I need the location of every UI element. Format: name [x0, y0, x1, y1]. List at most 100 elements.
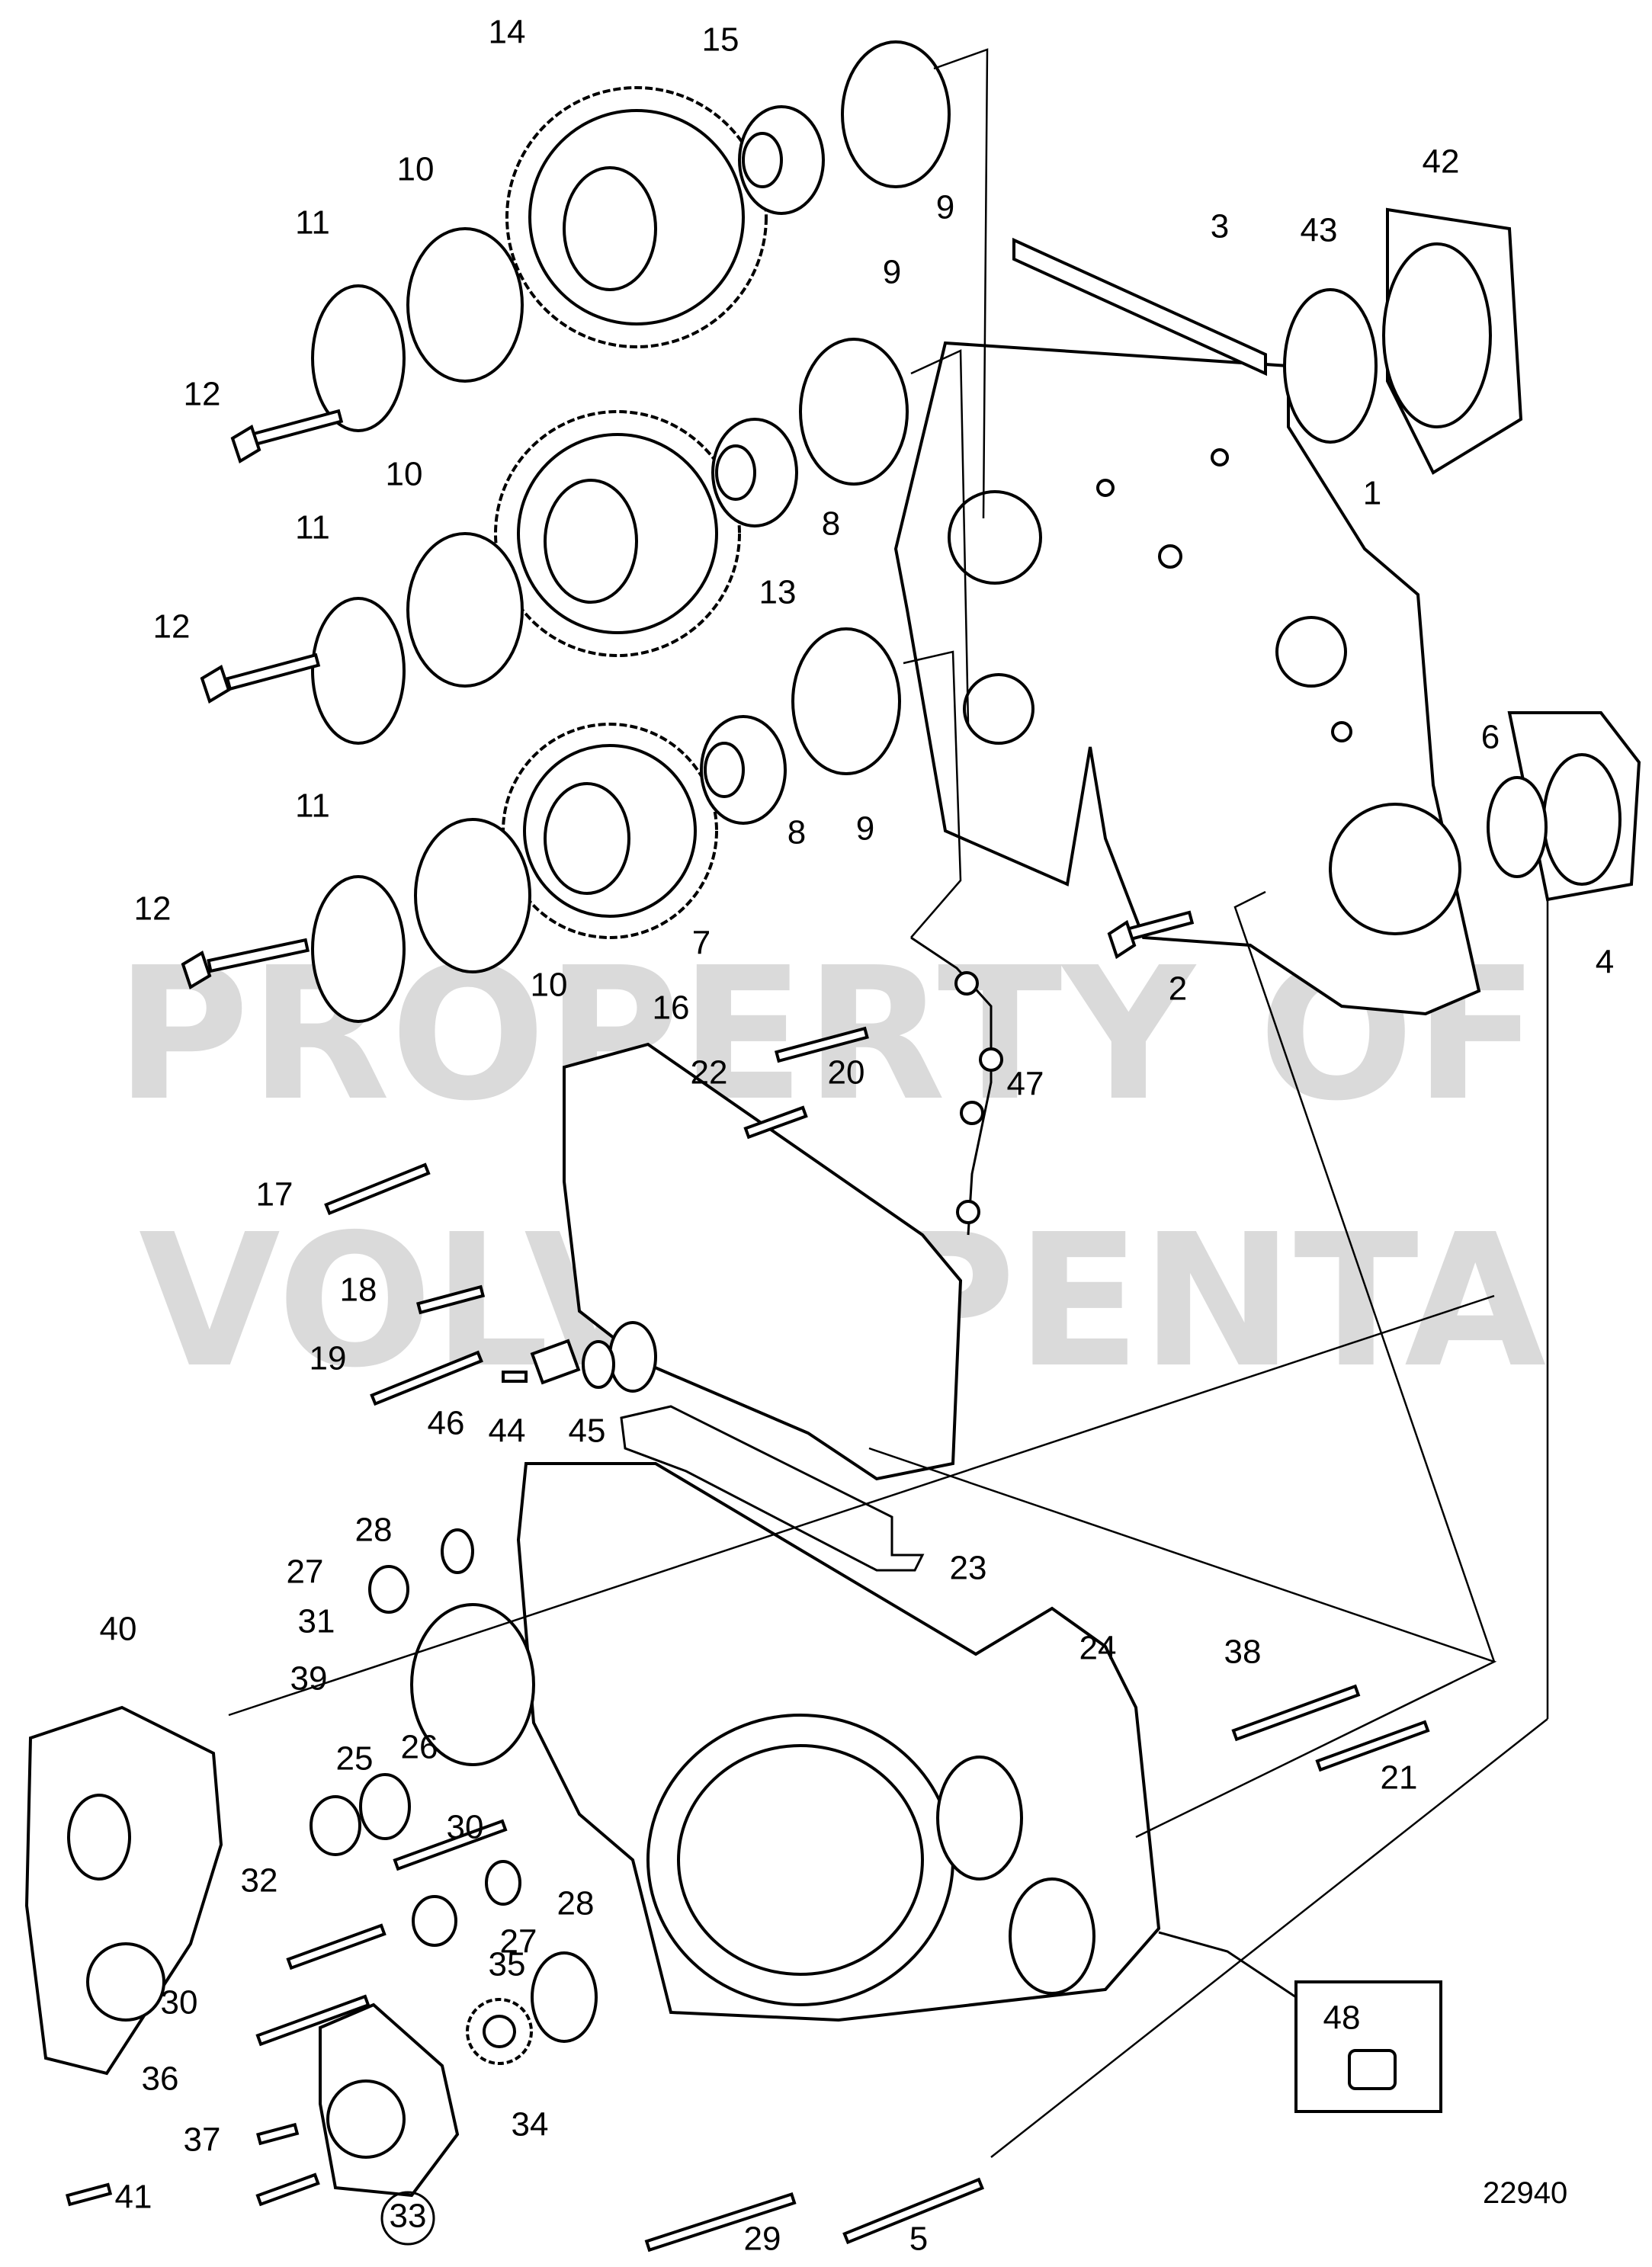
callout-16: 16	[653, 989, 690, 1027]
timing-plate-1	[893, 341, 1481, 1016]
washer-11-top	[311, 284, 406, 432]
callout-21: 21	[1381, 1759, 1418, 1797]
cover-16	[563, 1042, 963, 1481]
callout-30-top: 30	[447, 1809, 484, 1846]
callout-27-low: 27	[500, 1923, 537, 1961]
callout-1: 1	[1363, 475, 1381, 512]
washer-10-mid	[406, 532, 524, 688]
callout-35: 35	[489, 1946, 526, 1983]
bar-3	[1012, 237, 1267, 377]
callout-20: 20	[828, 1054, 865, 1092]
callout-45: 45	[569, 1412, 606, 1450]
callout-44: 44	[489, 1412, 526, 1450]
callout-6: 6	[1481, 719, 1500, 756]
callout-36: 36	[142, 2060, 179, 2098]
callout-26: 26	[401, 1729, 438, 1766]
callout-3: 3	[1211, 208, 1229, 245]
callout-42: 42	[1423, 143, 1460, 181]
callout-41: 41	[115, 2179, 152, 2216]
callout-33: 33	[390, 2198, 427, 2235]
callout-29: 29	[744, 2221, 781, 2258]
callout-11-low: 11	[295, 787, 330, 825]
callout-8-mid: 8	[822, 505, 840, 543]
callout-24: 24	[1079, 1630, 1117, 1667]
callout-10-low: 10	[531, 967, 568, 1004]
callout-11-mid: 11	[295, 509, 330, 547]
o-ring-43	[1283, 288, 1378, 444]
callout-8-low: 8	[788, 814, 806, 851]
callout-46: 46	[428, 1405, 465, 1442]
callout-28-low: 28	[557, 1885, 595, 1922]
callout-40: 40	[100, 1611, 137, 1648]
callout-14: 14	[489, 14, 526, 51]
callout-10-top: 10	[397, 151, 435, 188]
washer-11-mid	[311, 597, 406, 745]
bolt-2	[1107, 910, 1195, 960]
washer-10-low	[414, 818, 531, 973]
callout-39: 39	[290, 1660, 328, 1698]
o-ring-35	[531, 1951, 598, 2043]
callout-7: 7	[692, 925, 711, 962]
callout-13: 13	[759, 574, 797, 611]
hub-8-low	[700, 715, 787, 825]
callout-25: 25	[336, 1740, 374, 1778]
callout-11-top: 11	[295, 204, 330, 242]
callout-33-circle	[380, 2191, 435, 2246]
callout-15: 15	[702, 21, 739, 59]
seal-parts-44-45-46	[502, 1339, 615, 1389]
callout-31: 31	[298, 1603, 335, 1640]
callout-12-low: 12	[134, 890, 172, 928]
bolts-17-18-19-20-22	[324, 1026, 869, 1406]
gear-14	[505, 86, 768, 348]
callout-labels: 1 2 3 4 5 6 7 8 8 9 9 9 10 10 10 11 11 1…	[100, 14, 1615, 2258]
pump-33	[319, 2002, 460, 2198]
callout-22: 22	[691, 1054, 728, 1092]
gear-7	[502, 723, 718, 939]
washer-11-low	[311, 875, 406, 1023]
callout-9-mid: 9	[883, 254, 901, 291]
callout-10-mid: 10	[386, 456, 423, 493]
bracket-40	[24, 1705, 223, 2076]
callout-28-top: 28	[355, 1512, 393, 1549]
plugs-27-28	[368, 1528, 521, 1947]
reference-number: 22940	[1483, 2176, 1567, 2210]
callout-43: 43	[1301, 212, 1338, 249]
hub-8-mid	[711, 418, 798, 527]
shim-disc-9-mid	[799, 338, 909, 486]
callout-12-mid: 12	[153, 608, 191, 646]
gear-34	[466, 1998, 533, 2065]
callout-4: 4	[1596, 944, 1614, 981]
callout-19: 19	[310, 1340, 347, 1377]
bolt-12-low	[181, 938, 310, 989]
callout-38: 38	[1224, 1634, 1262, 1671]
bolt-12-mid	[200, 653, 321, 704]
callout-37: 37	[184, 2121, 221, 2159]
part-48-inset	[1158, 1931, 1442, 2113]
washer-10-top	[406, 227, 524, 383]
plug-25-26	[310, 1773, 411, 1856]
callout-9-low: 9	[856, 810, 874, 848]
callout-27-top: 27	[287, 1554, 324, 1591]
bolt-12-top	[230, 409, 344, 463]
callout-48: 48	[1323, 1999, 1361, 2037]
callout-12-top: 12	[184, 376, 221, 413]
timing-cover-24	[516, 1462, 1161, 2022]
callout-47: 47	[1007, 1066, 1044, 1103]
cover-42	[1382, 207, 1523, 475]
callout-32: 32	[241, 1862, 278, 1900]
callout-34: 34	[512, 2106, 549, 2144]
callout-9-top: 9	[936, 189, 954, 226]
bolts-lower	[65, 1684, 1430, 2253]
callout-17: 17	[256, 1176, 294, 1214]
gear-13	[494, 410, 741, 657]
gasket-47	[910, 936, 1003, 1236]
hub-15	[738, 105, 825, 215]
shim-disc-9-top	[841, 40, 951, 188]
shim-disc-9-low	[791, 627, 901, 775]
leader-lines	[228, 48, 1549, 2158]
callout-30-low: 30	[161, 1984, 198, 2022]
callout-5: 5	[909, 2221, 928, 2258]
o-ring-6	[1487, 776, 1548, 878]
callout-23: 23	[950, 1550, 987, 1587]
